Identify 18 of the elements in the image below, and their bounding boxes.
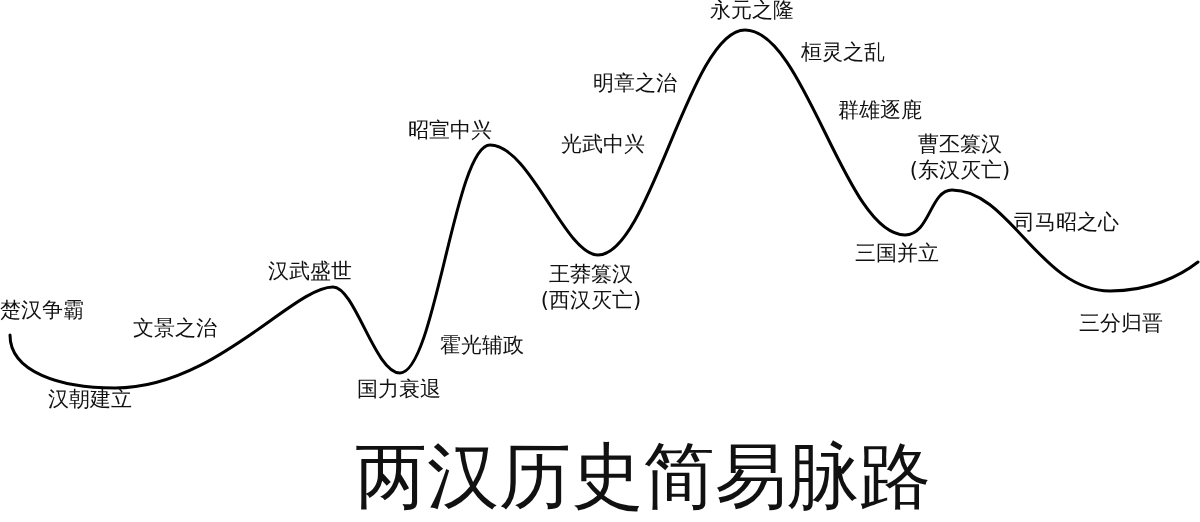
event-label: 司马昭之心 xyxy=(1014,209,1119,235)
event-label: 国力衰退 xyxy=(357,376,441,402)
event-label: 桓灵之乱 xyxy=(801,39,885,65)
event-label: 汉武盛世 xyxy=(268,258,352,284)
event-label: 三分归晋 xyxy=(1079,310,1163,336)
event-label: 昭宣中兴 xyxy=(408,117,492,143)
event-label: 光武中兴 xyxy=(561,131,645,157)
diagram-title: 两汉历史简易脉路 xyxy=(355,434,931,518)
event-label: 楚汉争霸 xyxy=(0,297,84,323)
event-label: 明章之治 xyxy=(593,70,677,96)
event-label: 三国并立 xyxy=(855,240,939,266)
event-label: 群雄逐鹿 xyxy=(838,97,922,123)
event-label: 王莽篡汉(西汉灭亡) xyxy=(539,261,643,313)
event-label: 霍光辅政 xyxy=(440,332,524,358)
event-label: 文景之治 xyxy=(133,315,217,341)
event-label: 曹丕篡汉(东汉灭亡) xyxy=(908,131,1012,183)
event-label: 永元之隆 xyxy=(710,0,794,23)
event-label: 汉朝建立 xyxy=(48,386,132,412)
